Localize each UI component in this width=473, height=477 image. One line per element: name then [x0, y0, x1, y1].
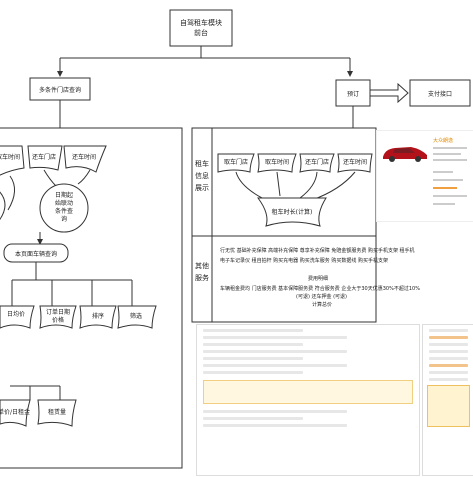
- left-panel: [0, 127, 183, 469]
- platform-line-2: 前台: [194, 28, 208, 37]
- embedded-screenshot-side: [422, 324, 473, 476]
- car-info-line: [433, 153, 461, 155]
- linkage-line-2: 始联动: [55, 199, 73, 207]
- return-store-label: 还车时间: [72, 153, 96, 161]
- placeholder-row: [203, 329, 303, 332]
- car-info-line: [433, 187, 457, 189]
- placeholder-row: [203, 417, 303, 420]
- info-pickup-time-label: 取车时间: [265, 158, 289, 166]
- unit-price-fan: [0, 399, 31, 427]
- placeholder-row: [429, 343, 468, 346]
- info-return-time-fan: [337, 153, 373, 173]
- sort-label: 排序: [92, 312, 104, 320]
- notice-box: [203, 380, 413, 404]
- car-info-line: [433, 179, 463, 181]
- info-pickup-store-label: 取车门店: [224, 158, 248, 166]
- rental-volume-label: 租赁量: [48, 408, 66, 416]
- info-pickup-store-fan: [217, 153, 255, 173]
- multi-store-label: 多条件门店查询: [39, 86, 81, 94]
- partial-circle: [0, 191, 6, 220]
- rental-duration-label: 租车时长(计算): [272, 208, 313, 216]
- payment-node: [409, 79, 471, 107]
- car-info-line: [433, 203, 455, 205]
- placeholder-row: [429, 364, 468, 367]
- unit-price-label: 单价/日租金: [0, 408, 30, 416]
- placeholder-row: [203, 336, 348, 339]
- side-notice: [427, 385, 470, 427]
- services-line-1: 行无忧 基础补充保障 高端补充保障 尊享补充保障 免赔金额服务费 购买手机支架 …: [220, 247, 415, 254]
- fee-line-3: 计算总价: [312, 301, 332, 308]
- placeholder-row: [203, 350, 348, 353]
- daily-price-fan: [0, 305, 35, 329]
- info-return-time-label: 还车时间: [343, 158, 367, 166]
- rental-volume-fan: [37, 399, 77, 427]
- return-store-fan: [63, 145, 107, 173]
- info-pickup-time-fan: [257, 153, 297, 173]
- car-image: [383, 147, 427, 162]
- platform-node: [169, 9, 233, 47]
- fee-line-1: 车辆租金费均 门店服务费 基本保障服务费 符合服务费 企业大于30天优惠30%不…: [220, 285, 420, 292]
- rental-info-line-1: 租车: [195, 159, 209, 168]
- pickup-store-label: 还车门店: [32, 153, 56, 161]
- other-services-line-2: 服务: [195, 273, 209, 282]
- placeholder-row: [429, 378, 468, 381]
- car-preview-card: 大众朗逸: [376, 130, 473, 222]
- pickup-store-fan: [27, 145, 63, 171]
- placeholder-row: [429, 357, 468, 360]
- connector: [43, 169, 57, 187]
- services-line-2: 电子车记录仪 租自拍杆 购买充电器 购买洗车服务 购买数据线 购买手机支架: [220, 257, 388, 264]
- car-info-line: [433, 147, 467, 149]
- list-order-line-2: 价格: [52, 316, 64, 324]
- connector: [77, 169, 91, 185]
- placeholder-row: [203, 364, 348, 367]
- rental-info-line-2: 信息: [195, 171, 209, 180]
- connector: [299, 171, 318, 199]
- rental-duration-fan: [257, 197, 327, 227]
- info-return-store-label: 还车门店: [305, 158, 329, 166]
- sort-fan: [79, 305, 117, 329]
- payment-label: 支付接口: [428, 90, 452, 98]
- placeholder-row: [203, 410, 348, 413]
- connector: [235, 171, 263, 199]
- pickup-time-fan: [0, 145, 25, 176]
- connector: [7, 175, 15, 211]
- linkage-line-1: 日期起: [55, 191, 73, 199]
- placeholder-row: [429, 371, 468, 374]
- rental-info-line-3: 展示: [195, 184, 209, 192]
- info-return-store-fan: [299, 153, 335, 173]
- placeholder-row: [203, 424, 348, 427]
- filter-label: 筛选: [130, 312, 142, 320]
- pickup-time-label: 取车时间: [0, 153, 20, 161]
- connector: [276, 171, 281, 197]
- fee-line-2: (可退) 还车押金 (可退): [296, 293, 347, 300]
- linkage-line-3: 条件查: [55, 207, 73, 215]
- placeholder-row: [203, 357, 303, 360]
- car-info-line: [433, 159, 467, 161]
- placeholder-row: [203, 343, 303, 346]
- store-query-label: 本页面车辆查询: [15, 250, 57, 258]
- list-order-line-1: 订单日期: [46, 308, 70, 316]
- placeholder-row: [429, 336, 468, 339]
- placeholder-row: [429, 350, 468, 353]
- arrow-to-payment: [369, 82, 409, 104]
- platform-line-1: 自驾租车模块: [180, 18, 222, 27]
- booking-label: 预订: [347, 90, 359, 98]
- placeholder-row: [429, 329, 468, 332]
- placeholder-row: [203, 371, 303, 374]
- car-info-line: [433, 171, 453, 173]
- filter-fan: [117, 305, 157, 329]
- linkage-circle: [39, 183, 89, 233]
- car-title: 大众朗逸: [433, 138, 454, 144]
- other-services-line-1: 其他: [195, 261, 209, 270]
- list-order-fan: [39, 305, 77, 329]
- fee-title: 费用明细: [308, 275, 328, 282]
- car-info-line: [433, 195, 467, 197]
- embedded-screenshot: [196, 324, 420, 476]
- linkage-line-4: 询: [61, 215, 67, 223]
- daily-price-label: 日均价: [7, 310, 25, 318]
